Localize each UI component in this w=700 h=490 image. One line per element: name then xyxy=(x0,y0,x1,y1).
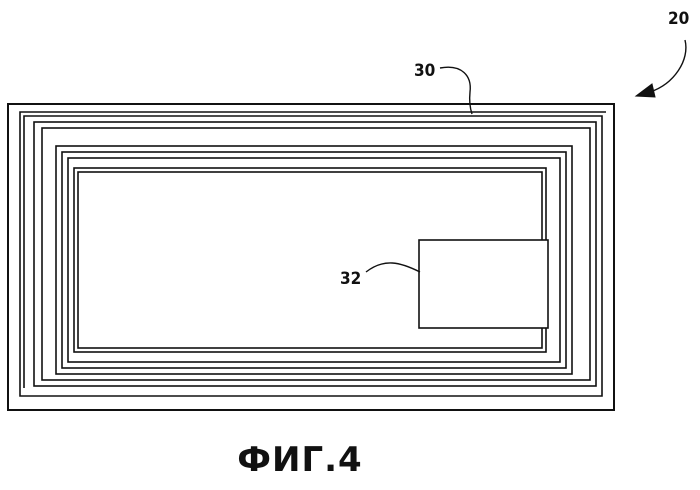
label-32: 32 xyxy=(340,269,361,289)
chip-rect xyxy=(419,240,548,328)
arrow-20-shaft xyxy=(650,40,686,92)
leader-30 xyxy=(440,67,472,114)
chip-module xyxy=(419,240,548,328)
arrow-20-head xyxy=(636,84,655,97)
leader-32 xyxy=(366,263,420,272)
label-20: 20 xyxy=(668,9,689,29)
label-30: 30 xyxy=(414,61,435,81)
figure-caption: ФИГ.4 xyxy=(0,440,600,480)
